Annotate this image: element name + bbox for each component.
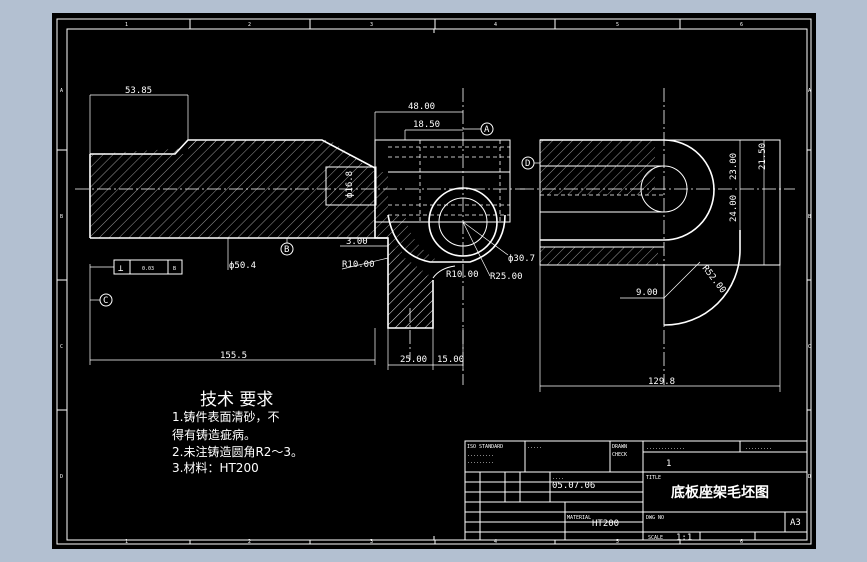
zone-right-b: B (808, 214, 811, 220)
zone-bottom-6: 6 (740, 539, 743, 545)
svg-text:.............: ............. (646, 445, 685, 451)
dim-21-5: 21.50 (758, 143, 768, 170)
title-block: ISO STANDARD ......... ......... ..... D… (464, 440, 808, 543)
svg-text:.........: ......... (745, 445, 772, 451)
zone-top-3: 3 (370, 22, 373, 28)
zone-right-d: D (808, 474, 811, 480)
tb-drawing-title: 底板座架毛坯图 (671, 484, 769, 501)
tb-material-label: MATERIAL (567, 515, 591, 521)
tb-sheet-size: A3 (790, 518, 801, 528)
tb-material: HT200 (592, 519, 619, 529)
tb-date: 05.07.06 (552, 481, 595, 491)
tolerance-datum: B (173, 266, 176, 272)
dim-18-5: 18.50 (413, 120, 440, 130)
dim-48: 48.00 (408, 102, 435, 112)
dim-129-8: 129.8 (648, 377, 675, 387)
dim-155-5: 155.5 (220, 351, 247, 361)
dim-25: 25.00 (400, 355, 427, 365)
dim-r25: R25.00 (490, 272, 523, 282)
tolerance-symbol: ⊥ (118, 264, 124, 274)
notes-line-4: 3.材料：HT200 (172, 461, 259, 475)
datum-c: C (103, 296, 108, 306)
datum-symbols: A B C D (90, 122, 540, 307)
datum-a: A (484, 125, 490, 135)
shoulder-hatch (188, 140, 326, 154)
front-dimensions: 53.85 48.00 18.50 ф16.8 3.00 R10.00 R10.… (89, 86, 535, 370)
dim-24: 24.00 (729, 195, 739, 222)
zone-top-1: 1 (125, 22, 128, 28)
svg-text:.....: ..... (527, 444, 542, 450)
svg-text:....: .... (552, 475, 564, 481)
zone-bottom-5: 5 (616, 539, 619, 545)
datum-b: B (284, 245, 289, 255)
front-section-view (75, 88, 525, 385)
dim-r10-b: R10.00 (446, 270, 479, 280)
tb-title-label: TITLE (646, 475, 661, 481)
tb-drawn-label: DRAWN (612, 444, 627, 450)
dim-15: 15.00 (437, 355, 464, 365)
notes-heading: 技术 要求 (200, 390, 273, 410)
zone-bottom-3: 3 (370, 539, 373, 545)
notes-line-2: 得有铸造疵病。 (172, 427, 256, 442)
tb-scale-label: SCALE (648, 535, 663, 541)
tolerance-value: 0.03 (142, 266, 154, 272)
tb-dwgno-label: DWG NO (646, 515, 664, 521)
datum-d: D (525, 159, 530, 169)
zone-bottom-2: 2 (248, 539, 251, 545)
dim-53-85: 53.85 (125, 86, 152, 96)
perpendicularity-frame: ⊥ 0.03 B (90, 259, 183, 275)
tb-quantity: 1 (666, 459, 671, 469)
zone-top-4: 4 (494, 22, 497, 28)
svg-text:.........: ......... (467, 452, 494, 458)
bore-16-8 (325, 166, 377, 206)
side-boss-outline (540, 139, 715, 241)
drawing-sheet (52, 13, 816, 549)
zone-left-a: A (60, 88, 63, 94)
side-foot-arc (663, 230, 741, 326)
border-zone-ticks (57, 19, 811, 544)
foot-hatch (388, 240, 433, 328)
svg-text:.........: ......... (467, 459, 494, 465)
zone-left-d: D (60, 474, 63, 480)
dim-16-8: ф16.8 (345, 171, 355, 198)
zone-top-2: 2 (248, 22, 251, 28)
dim-23: 23.00 (729, 153, 739, 180)
tb-scale: 1:1 (676, 533, 692, 543)
tb-check-label: CHECK (612, 452, 627, 458)
tb-iso-text: ISO STANDARD (467, 444, 503, 450)
zone-bottom-1: 1 (125, 539, 128, 545)
notes-line-1: 1.铸件表面清砂，不 (172, 409, 279, 424)
zone-right-a: A (808, 88, 811, 94)
dim-50-4: ф50.4 (229, 261, 256, 271)
zone-left-b: B (60, 214, 63, 220)
shaft-hatch (90, 154, 326, 238)
zone-left-c: C (60, 344, 63, 350)
notes-line-3: 2.未注铸造圆角R2～3。 (172, 444, 303, 459)
zone-top-5: 5 (616, 22, 619, 28)
outer-frame (56, 18, 812, 545)
dim-3: 3.00 (346, 237, 368, 247)
technical-requirements: 技术 要求 1.铸件表面清砂，不 得有铸造疵病。 2.未注铸造圆角R2～3。 3… (172, 390, 303, 475)
zone-right-c: C (808, 344, 811, 350)
zone-bottom-4: 4 (494, 539, 497, 545)
border-zone-numbers: 1 2 3 4 5 6 1 2 3 4 5 6 A B C D A B C D (60, 22, 811, 545)
dim-9: 9.00 (636, 288, 658, 298)
side-view: 23.00 21.50 24.00 R52.00 9.00 129.8 (520, 88, 795, 392)
inner-frame (66, 28, 808, 541)
dim-30-7: ф30.7 (508, 254, 535, 264)
zone-top-6: 6 (740, 22, 743, 28)
